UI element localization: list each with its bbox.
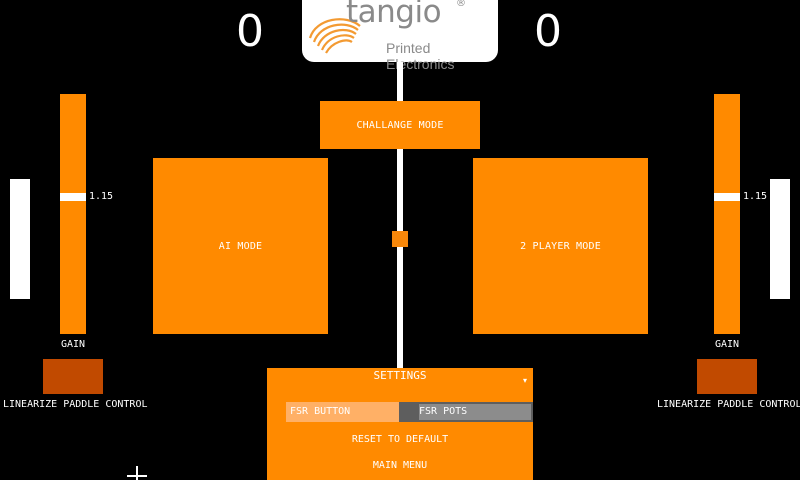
registered-mark: ® <box>456 0 466 9</box>
tangio-logo: tangio ® Printed Electronics <box>302 0 498 72</box>
fsr-button-label: FSR BUTTON <box>290 406 351 417</box>
right-linearize-label: LINEARIZE PADDLE CONTROL <box>657 399 800 410</box>
swirl-icon <box>308 18 361 54</box>
score-left: 0 <box>236 6 264 57</box>
fsr-pots-selected-highlight <box>419 404 531 420</box>
logo-wordmark: tangio <box>346 0 442 30</box>
fsr-pots-label: FSR POTS <box>419 406 468 417</box>
ball <box>392 231 408 247</box>
ai-mode-button[interactable]: AI MODE <box>153 158 328 334</box>
reset-to-default-button[interactable]: RESET TO DEFAULT <box>351 434 449 445</box>
two-player-mode-button[interactable]: 2 PLAYER MODE <box>473 158 648 334</box>
score-right: 0 <box>534 6 562 57</box>
left-gain-label: GAIN <box>61 339 86 350</box>
left-linearize-label: LINEARIZE PADDLE CONTROL <box>3 399 148 410</box>
right-paddle <box>770 179 790 299</box>
crosshair-cursor-icon <box>136 466 138 480</box>
center-net <box>397 62 403 370</box>
crosshair-cursor-icon-h <box>127 475 147 477</box>
left-paddle <box>10 179 30 299</box>
settings-title[interactable]: SETTINGS <box>373 369 427 382</box>
right-gain-value: 1.15 <box>743 191 768 202</box>
right-linearize-toggle[interactable] <box>697 359 757 394</box>
left-linearize-toggle[interactable] <box>43 359 103 394</box>
left-gain-slider-thumb[interactable] <box>60 193 86 201</box>
settings-panel: SETTINGS ▾ FSR BUTTON FSR POTS RESET TO … <box>267 368 533 480</box>
challenge-mode-button[interactable]: CHALLANGE MODE <box>320 101 480 149</box>
left-gain-value: 1.15 <box>89 191 114 202</box>
main-menu-button[interactable]: MAIN MENU <box>372 460 428 471</box>
fsr-button-option[interactable]: FSR BUTTON <box>286 402 399 422</box>
right-gain-label: GAIN <box>715 339 740 350</box>
logo-subtitle: Printed Electronics <box>386 40 455 72</box>
right-gain-slider-thumb[interactable] <box>714 193 740 201</box>
left-gain-slider[interactable] <box>60 94 86 334</box>
right-gain-slider[interactable] <box>714 94 740 334</box>
chevron-down-icon[interactable]: ▾ <box>523 376 528 385</box>
fsr-pots-option[interactable]: FSR POTS <box>399 402 533 422</box>
